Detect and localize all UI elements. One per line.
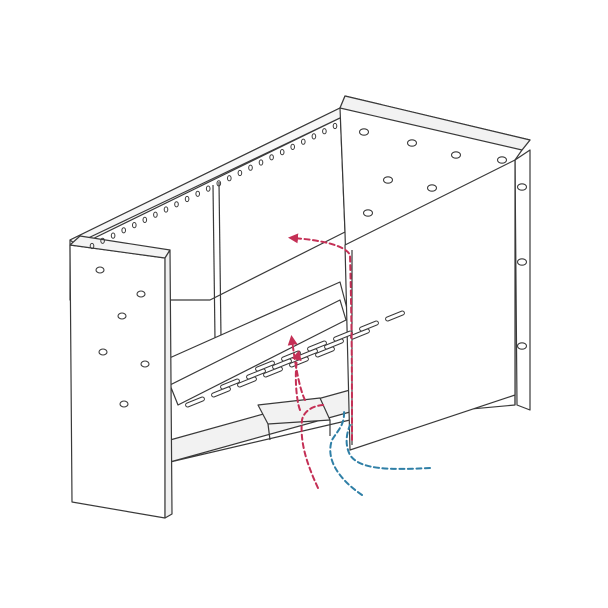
grate-slot xyxy=(263,366,283,378)
vent-hole xyxy=(248,164,253,171)
grate-slot xyxy=(324,338,344,350)
vent-hole xyxy=(216,180,222,187)
grate-slot xyxy=(185,396,205,408)
mounting-hole xyxy=(98,348,108,356)
vent-hole xyxy=(142,216,148,223)
vent-hole xyxy=(195,190,200,197)
mounting-holes xyxy=(95,128,528,408)
grate-slot xyxy=(359,320,379,332)
mounting-hole xyxy=(95,266,105,274)
warm-exhaust-flow-2 xyxy=(300,404,326,489)
vent-hole xyxy=(269,154,274,161)
mounting-hole xyxy=(362,209,374,217)
vent-hole xyxy=(279,149,285,156)
vent-hole xyxy=(121,227,126,234)
vent-hole xyxy=(153,211,158,218)
mounting-hole xyxy=(426,184,438,192)
vent-hole xyxy=(311,133,317,140)
mounting-hole xyxy=(358,128,370,136)
vent-hole xyxy=(258,159,264,166)
mounting-hole xyxy=(516,183,528,191)
warm-exhaust-flow-4 xyxy=(287,335,306,401)
vent-hole xyxy=(332,122,338,130)
cool-intake-flow-2 xyxy=(345,424,431,470)
grate-slot xyxy=(255,360,275,372)
mounting-hole xyxy=(516,258,528,266)
vent-hole xyxy=(184,195,190,203)
mounting-hole xyxy=(496,156,508,164)
vent-hole xyxy=(89,242,95,250)
grate-slots xyxy=(185,310,405,408)
grate-slot xyxy=(211,386,231,398)
vent-hole xyxy=(237,169,243,177)
vent-hole xyxy=(132,222,137,229)
grate-slot xyxy=(220,378,240,390)
grate-slot xyxy=(272,358,292,370)
vent-hole xyxy=(205,185,211,192)
grate-slot xyxy=(333,330,353,342)
vent-hole xyxy=(290,143,296,150)
mounting-hole xyxy=(136,290,146,298)
front-end-panel xyxy=(69,235,173,519)
mounting-hole xyxy=(450,151,462,159)
mounting-hole xyxy=(516,342,528,350)
mounting-hole xyxy=(119,400,129,408)
mounting-hole xyxy=(406,139,418,147)
vent-hole xyxy=(110,232,116,239)
mounting-hole xyxy=(117,312,127,320)
vent-hole xyxy=(174,201,179,208)
vent-hole xyxy=(100,237,105,244)
vent-hole xyxy=(163,206,169,213)
vent-hole xyxy=(227,175,232,182)
vent-hole xyxy=(301,138,306,145)
ventilation-holes-top xyxy=(89,122,338,250)
grate-slot xyxy=(315,346,335,358)
vent-hole xyxy=(322,128,327,135)
warm-exhaust-flow xyxy=(288,233,353,441)
cool-intake-flow xyxy=(329,409,363,496)
mounting-hole xyxy=(140,360,150,368)
warm-exhaust-flow-3 xyxy=(291,350,302,411)
grate-slot xyxy=(237,376,257,388)
grate-slot xyxy=(385,310,405,322)
grate-slot xyxy=(307,340,327,352)
mounting-hole xyxy=(382,176,394,184)
grate-slot xyxy=(246,368,266,380)
